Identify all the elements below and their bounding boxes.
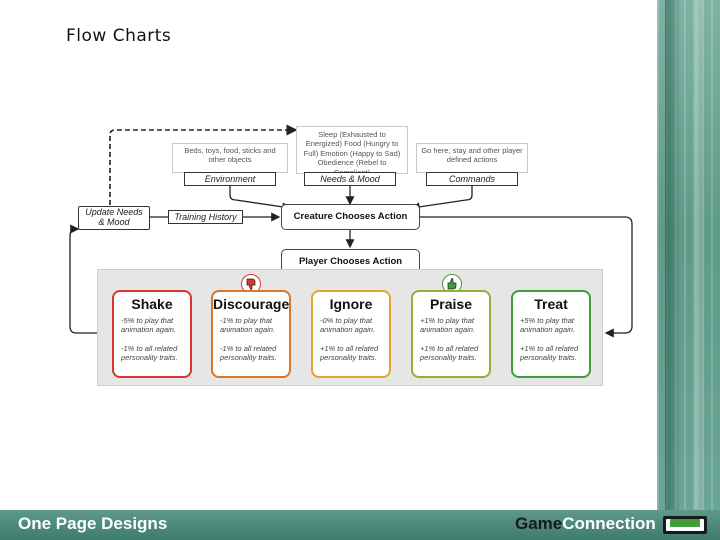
option-effect-traits: -1% to all related personality traits. bbox=[220, 343, 277, 363]
option-name: Discourage bbox=[213, 296, 290, 312]
option-effect-animation: -1% to play that animation again. bbox=[220, 316, 276, 335]
option-ignore: Ignore -0% to play that animation again.… bbox=[311, 290, 391, 378]
arrow-environment bbox=[229, 186, 292, 212]
arrow-commands bbox=[410, 186, 473, 212]
dashed-feedback-line bbox=[109, 124, 298, 205]
commands-description: Go here, stay and other player defined a… bbox=[416, 143, 528, 173]
option-treat: Treat +5% to play that animation again. … bbox=[511, 290, 591, 378]
training-history-box: Training History bbox=[168, 210, 243, 224]
brand-logo-text: GameConnection bbox=[515, 514, 656, 534]
brand-logo-icon bbox=[663, 516, 707, 534]
option-praise: Praise +1% to play that animation again.… bbox=[411, 290, 491, 378]
option-discourage: Discourage -1% to play that animation ag… bbox=[211, 290, 291, 378]
option-effect-traits: +1% to all related personality traits. bbox=[420, 343, 479, 363]
option-effect-traits: -1% to all related personality traits. bbox=[121, 343, 178, 363]
needs-description: Sleep (Exhausted to Energized) Food (Hun… bbox=[296, 126, 408, 177]
environment-description: Beds, toys, food, sticks and other objec… bbox=[172, 143, 288, 173]
brand-part-connection: Connection bbox=[562, 514, 656, 533]
right-loop-line bbox=[420, 216, 633, 338]
needs-mood-label: Needs & Mood bbox=[304, 172, 396, 186]
flow-chart: Beds, toys, food, sticks and other objec… bbox=[69, 124, 633, 386]
left-loop-line bbox=[69, 224, 97, 334]
footer-bar: One Page Designs GameConnection bbox=[0, 510, 720, 540]
option-name: Shake bbox=[131, 296, 173, 312]
brand-part-game: Game bbox=[515, 514, 563, 533]
footer-title: One Page Designs bbox=[18, 514, 168, 533]
option-name: Ignore bbox=[329, 296, 373, 312]
option-name: Treat bbox=[534, 296, 568, 312]
commands-label: Commands bbox=[426, 172, 518, 186]
slide-title: Flow Charts bbox=[66, 26, 172, 46]
creature-action-box: Creature Chooses Action bbox=[281, 204, 420, 230]
option-effect-traits: +1% to all related personality traits. bbox=[320, 343, 379, 363]
option-shake: Shake -5% to play that animation again. … bbox=[112, 290, 192, 378]
option-effect-animation: +5% to play that animation again. bbox=[520, 316, 576, 335]
option-effect-traits: +1% to all related personality traits. bbox=[520, 343, 579, 363]
option-effect-animation: -5% to play that animation again. bbox=[121, 316, 177, 335]
environment-label: Environment bbox=[184, 172, 276, 186]
update-needs-box: Update Needs & Mood bbox=[78, 206, 150, 230]
option-effect-animation: -0% to play that animation again. bbox=[320, 316, 376, 335]
option-name: Praise bbox=[429, 296, 473, 312]
option-effect-animation: +1% to play that animation again. bbox=[420, 316, 476, 335]
connector-lines bbox=[69, 124, 633, 338]
decorative-side-pattern bbox=[657, 0, 720, 510]
thumbs-up-icon bbox=[442, 274, 462, 294]
